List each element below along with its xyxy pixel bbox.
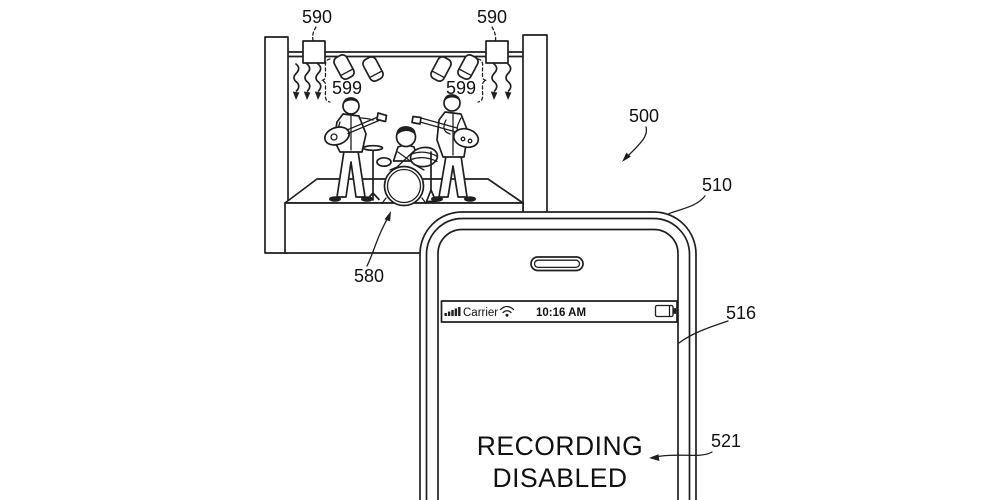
smartphone: Carrier 10:16 AM RECORDING DISABLED bbox=[419, 211, 697, 500]
clock-label: 10:16 AM bbox=[536, 307, 586, 319]
screen-message-line2: DISABLED bbox=[492, 463, 627, 493]
band bbox=[323, 94, 480, 207]
wifi-icon bbox=[499, 305, 515, 317]
screen-message: RECORDING DISABLED bbox=[477, 431, 643, 493]
brace-right bbox=[477, 58, 488, 103]
ref-label-510: 510 bbox=[702, 175, 732, 195]
stage-pillar-left bbox=[264, 36, 289, 254]
stage-light-1 bbox=[333, 54, 355, 80]
guitar-right bbox=[411, 115, 480, 149]
guitarist-left bbox=[323, 97, 388, 202]
leader-590-left bbox=[311, 26, 317, 41]
lighting-truss bbox=[287, 51, 524, 58]
ir-signal-waves-right bbox=[477, 58, 513, 103]
screen-message-line1: RECORDING bbox=[477, 431, 643, 461]
ref-label-599-left: 599 bbox=[332, 78, 362, 98]
phone-inner-outline bbox=[425, 217, 691, 500]
guitarist-right bbox=[411, 94, 480, 202]
ir-emitter-right bbox=[485, 40, 509, 64]
arrowhead-580 bbox=[384, 211, 391, 222]
carrier-label: Carrier bbox=[463, 307, 498, 319]
drum-kit bbox=[362, 144, 439, 207]
ref-label-516: 516 bbox=[726, 303, 756, 323]
arrowhead-500 bbox=[622, 152, 631, 162]
stage-light-3 bbox=[430, 56, 452, 82]
battery-icon bbox=[654, 304, 677, 318]
leader-510 bbox=[668, 195, 706, 215]
leader-590-right bbox=[491, 26, 497, 42]
phone-outer-body bbox=[419, 211, 697, 500]
stage-light-4 bbox=[457, 54, 479, 80]
ref-label-580: 580 bbox=[354, 266, 384, 286]
phone-screen-bezel bbox=[437, 228, 679, 500]
ir-signal-waves-left bbox=[291, 58, 331, 103]
leader-500 bbox=[624, 126, 648, 160]
ref-label-599-right: 599 bbox=[446, 78, 476, 98]
ref-label-590-right: 590 bbox=[477, 7, 507, 27]
ref-label-500: 500 bbox=[629, 106, 659, 126]
leader-516 bbox=[678, 320, 729, 344]
earpiece-speaker bbox=[530, 256, 584, 272]
hi-hat-cymbal bbox=[362, 144, 384, 152]
signal-bars-icon bbox=[444, 307, 461, 316]
arrowhead-521 bbox=[649, 454, 660, 461]
bass-drum bbox=[383, 165, 425, 207]
guitar-left bbox=[323, 112, 388, 146]
ir-emitter-left bbox=[302, 40, 326, 64]
ref-label-590-left: 590 bbox=[302, 7, 332, 27]
ref-label-521: 521 bbox=[711, 431, 741, 451]
stage-light-2 bbox=[362, 56, 384, 82]
brace-left bbox=[320, 58, 331, 103]
reference-labels: 590 590 599 599 500 510 516 521 580 bbox=[302, 7, 756, 461]
status-bar: Carrier 10:16 AM bbox=[440, 300, 678, 323]
